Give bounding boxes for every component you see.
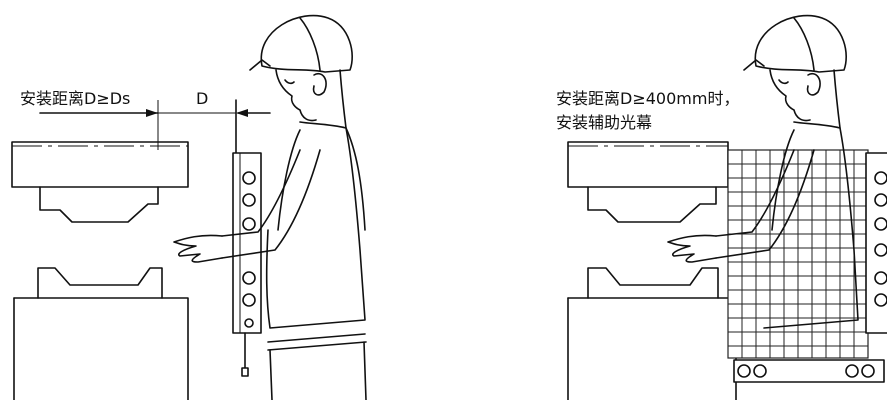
- right-light-curtain: [865, 152, 887, 334]
- left-light-curtain: [232, 152, 262, 377]
- left-dimension-label: D: [196, 89, 209, 108]
- left-press-machine: [11, 141, 189, 400]
- left-caption: 安装距离D≥Ds: [20, 89, 131, 108]
- right-press-machine: [567, 141, 737, 400]
- right-caption-line1: 安装距离D≥400mm时，: [556, 89, 740, 108]
- right-operator-figure: [667, 14, 859, 329]
- left-operator-figure: [173, 14, 367, 400]
- right-caption-line2: 安装辅助光幕: [556, 113, 653, 132]
- right-auxiliary-light-curtain-grid: [727, 149, 885, 383]
